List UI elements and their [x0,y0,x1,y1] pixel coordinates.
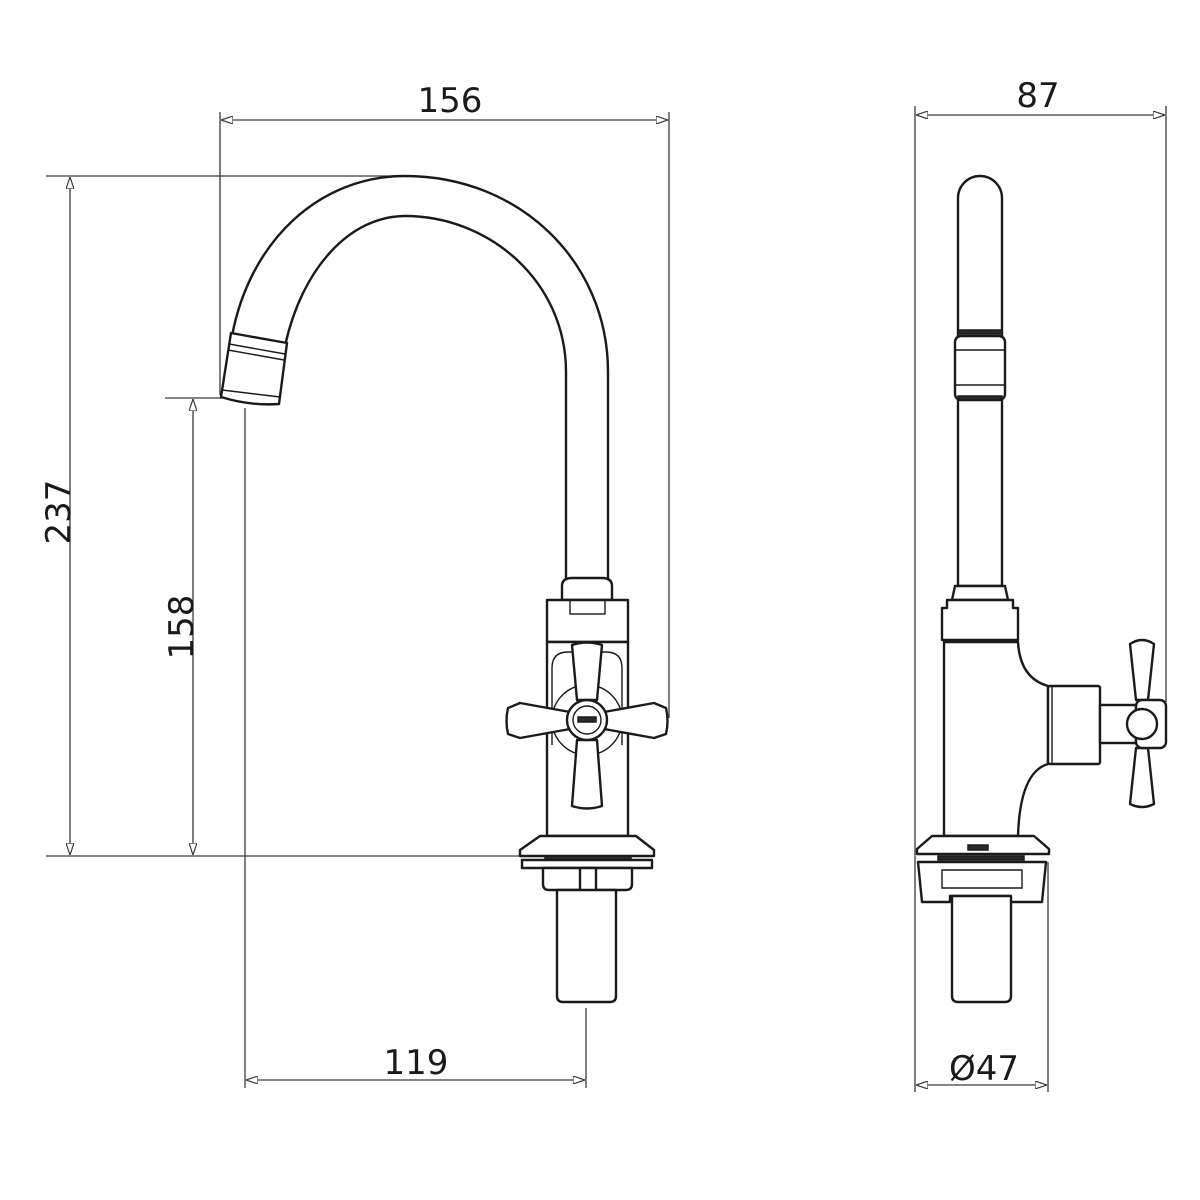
cross-handle-side[interactable] [1125,638,1168,809]
front-view: 156 237 158 119 [39,81,670,1088]
spout-pipe [230,174,610,584]
dimension-87: 87 [914,76,1167,1092]
base-flange [518,834,656,858]
shank-side [950,894,1013,1004]
collar [545,598,630,644]
brand-logo [577,716,597,723]
dimension-label-diameter-47: Ø47 [949,1049,1019,1089]
dimension-237: 237 [39,175,522,857]
dimension-119: 119 [244,408,587,1088]
dimension-label-158: 158 [162,595,202,660]
collar-side [940,598,1020,642]
cross-handle[interactable] [505,641,669,810]
dimension-156: 156 [219,81,670,718]
dimension-diameter-47: Ø47 [916,862,1049,1092]
side-view: 87 Ø47 [914,76,1168,1092]
dimension-158: 158 [162,397,222,855]
aerator [219,331,289,406]
dimension-label-87: 87 [1016,76,1059,116]
body-side [942,640,1050,838]
dimension-label-156: 156 [418,81,483,121]
dimension-label-237: 237 [39,480,79,545]
shank [555,888,618,1004]
aerator-side [953,334,1007,402]
neck [560,576,614,602]
faucet-front [219,174,669,1004]
brand-logo-side [967,844,989,851]
faucet-side [915,174,1168,1004]
dimension-label-119: 119 [384,1043,449,1083]
neck-side [950,584,1010,602]
valve-boss [1046,684,1102,766]
